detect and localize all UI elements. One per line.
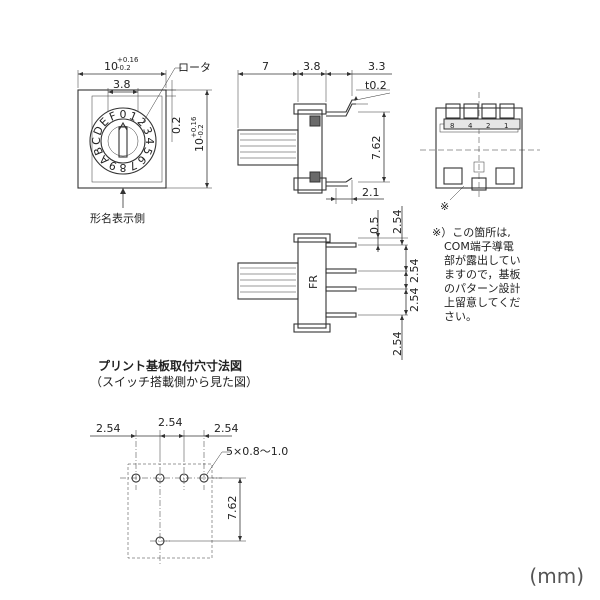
pin-label-2: 2	[486, 122, 490, 130]
marking-side-label: 形名表示側	[90, 211, 145, 225]
star-leader	[449, 185, 465, 201]
top-pad-com	[471, 177, 487, 191]
top-pad-4	[499, 103, 515, 119]
pcb-dim-mid: 2.54	[158, 416, 183, 429]
bottom-pin-2	[325, 268, 357, 274]
hole-callout-label: 5×0.8～1.0	[226, 445, 288, 458]
top-pad-3	[481, 103, 497, 119]
note-line: 部が露出してい	[444, 254, 521, 267]
note-block: ※）この箇所は, COM端子導電 部が露出してい ますので，基板 のパターン設計…	[432, 226, 521, 324]
height-tol-plus: +0.16	[190, 116, 198, 138]
dim-3-3-label: 3.3	[368, 60, 386, 73]
dial-char-C: C	[90, 137, 103, 145]
dial-char-0: 0	[120, 108, 127, 121]
dim-2-54-mid2-label: 2.54	[408, 288, 421, 313]
dial-char-7: 7	[127, 158, 138, 173]
pcb-dim-right: 2.54	[214, 422, 239, 435]
note-line: COM端子導電	[444, 240, 514, 253]
note-line: のパターン設計	[444, 282, 521, 295]
pcb-hole-1	[131, 473, 141, 483]
height-tol-minus: -0.2	[197, 124, 205, 138]
note-line: ますので，基板	[444, 268, 521, 281]
side-view: 7 3.8 3.3 t0.2 7.62 2.1	[237, 60, 392, 204]
dial-char-5: 5	[140, 145, 155, 156]
pcb-hole-2	[155, 473, 165, 483]
dim-7-label: 7	[262, 60, 269, 73]
height-dim-label: 10	[193, 138, 206, 152]
pcb-dim-left: 2.54	[96, 422, 121, 435]
side-gap-label: 0.2	[170, 117, 183, 135]
side-knob	[237, 129, 299, 166]
dial-char-4: 4	[143, 138, 156, 145]
bottom-pin-3	[325, 286, 357, 292]
width-tol-plus: +0.16	[117, 56, 139, 64]
dim-2-54-mid1-label: 2.54	[408, 259, 421, 284]
top-pad-1	[445, 103, 461, 119]
switch-body-inner	[91, 95, 163, 183]
dial-char-9: 9	[107, 158, 118, 173]
dial-char-1: 1	[127, 109, 138, 124]
dial-char-B: B	[91, 145, 106, 157]
side-pin-bottom	[326, 177, 353, 183]
pcb-heading: プリント基板取付穴寸法図 （スイッチ搭載側から見た図）	[90, 358, 258, 390]
dim-2-1-label: 2.1	[362, 186, 380, 199]
bottom-pin-4	[325, 312, 357, 318]
note-line: ※）この箇所は,	[432, 226, 511, 239]
rotor-inner	[107, 125, 139, 157]
switch-body-outline	[77, 89, 167, 189]
dim-2-54-bottom-label: 2.54	[391, 332, 404, 357]
pcb-title: プリント基板取付穴寸法図	[98, 359, 243, 373]
pcb-hole-4	[199, 473, 209, 483]
dial-char-F: F	[107, 109, 118, 123]
pin-label-1: 1	[504, 122, 508, 130]
pcb-subtitle: （スイッチ搭載側から見た図）	[90, 375, 259, 389]
pin-label-8: 8	[450, 122, 454, 130]
top-body	[435, 107, 523, 189]
bottom-knob	[237, 262, 299, 300]
star-mark: ※	[440, 200, 449, 213]
width-dim-label: 10	[104, 60, 118, 73]
rotor-leader	[141, 67, 176, 125]
rotor-arrow-icon	[118, 121, 128, 131]
pcb-hole-3	[179, 473, 189, 483]
dial-ring	[89, 107, 157, 175]
dim-2-54-top-label: 2.54	[391, 210, 404, 235]
fr-label: FR	[307, 275, 320, 289]
note-line: さい。	[444, 310, 477, 323]
pcb-hole-com	[155, 536, 165, 546]
dim-7-62-label: 7.62	[370, 136, 383, 161]
dim-3-8-label: 3.8	[303, 60, 321, 73]
bottom-pin-1	[325, 242, 357, 248]
top-view: 8 4 2 1 ※	[420, 92, 540, 213]
pcb-outline	[127, 463, 213, 559]
dim-0-5-label: 0.5	[368, 217, 381, 235]
rotor-slot	[118, 126, 128, 158]
pin-label-4: 4	[468, 122, 473, 130]
inner-dim-label: 3.8	[113, 78, 131, 91]
pcb-dim-vertical: 7.62	[226, 496, 239, 521]
note-line: 上留意してくだ	[444, 296, 521, 309]
width-tol-minus: -0.2	[117, 64, 131, 72]
dial-char-8: 8	[120, 161, 127, 174]
hole-callout-leader	[206, 451, 223, 475]
top-pad-2	[463, 103, 479, 119]
rotor-label: ロータ	[178, 61, 211, 74]
rotor	[100, 118, 146, 164]
bottom-side-view: FR 0.5 2.54 2.54 2.54 2.54	[237, 206, 421, 360]
unit-label: (mm)	[529, 564, 584, 588]
dial-char-3: 3	[140, 125, 155, 136]
pcb-layout: 2.54 2.54 2.54 5×0.8～1.0 7.62	[90, 416, 288, 566]
t0-2-label: t0.2	[365, 79, 387, 92]
